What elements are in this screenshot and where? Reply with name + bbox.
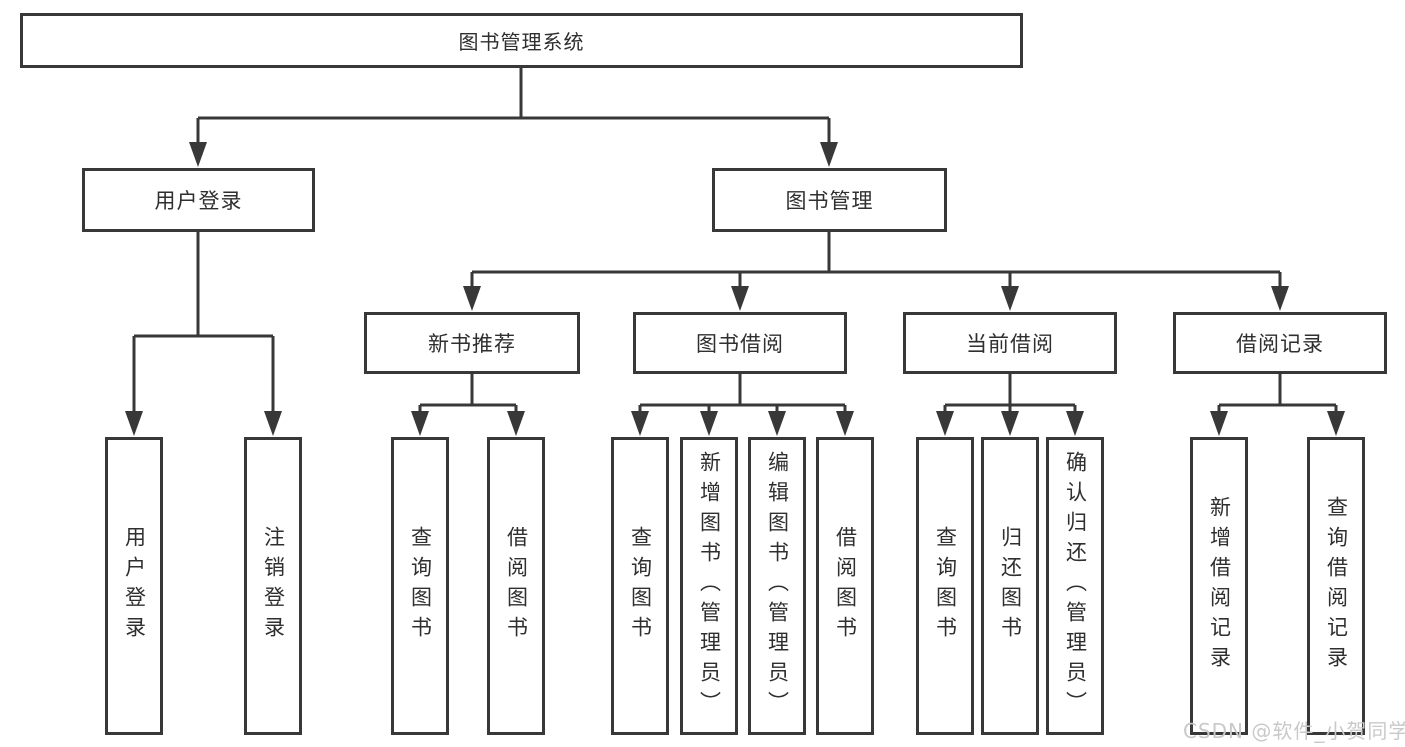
arrowhead-current-confirm xyxy=(1066,411,1084,436)
node-label: 用户登录 xyxy=(122,526,147,646)
node-label: 新书推荐 xyxy=(428,332,516,356)
node-leaf-return-books: 归还图书 xyxy=(981,437,1039,735)
node-label: 注销登录 xyxy=(261,526,286,646)
arrowhead-current-borrow xyxy=(1001,286,1019,311)
node-label: 借阅图书 xyxy=(833,526,858,646)
node-label: 图书管理系统 xyxy=(458,30,585,54)
node-leaf-borrow-query-books: 查询图书 xyxy=(611,437,669,735)
node-leaf-add-borrow-record: 新增借阅记录 xyxy=(1190,437,1248,735)
node-leaf-current-query-books: 查询图书 xyxy=(916,437,974,735)
connector-records-leaves xyxy=(1217,374,1338,413)
arrowhead-book-borrow xyxy=(731,286,749,311)
node-label: 当前借阅 xyxy=(966,332,1054,356)
node-label: 查询图书 xyxy=(933,526,958,646)
connector-book-management-group xyxy=(470,232,1282,288)
node-leaf-borrow-books: 借阅图书 xyxy=(816,437,874,735)
node-leaf-logout: 注销登录 xyxy=(244,437,302,735)
node-leaf-recommend-borrow-books: 借阅图书 xyxy=(487,437,545,735)
node-label: 归还图书 xyxy=(998,526,1023,646)
connector-current-leaves xyxy=(943,374,1077,413)
node-label: 查询借阅记录 xyxy=(1324,496,1349,676)
arrowhead-recommend-borrow xyxy=(507,411,525,436)
node-label: 图书借阅 xyxy=(696,332,784,356)
arrowhead-leaf-logout xyxy=(264,411,282,436)
node-leaf-recommend-query-books: 查询图书 xyxy=(391,437,449,735)
arrowhead-book-management xyxy=(820,142,838,167)
node-book-management: 图书管理 xyxy=(712,168,947,232)
node-label: 查询图书 xyxy=(408,526,433,646)
connector-user-login-group xyxy=(132,232,275,412)
arrowhead-current-query xyxy=(936,411,954,436)
node-label: 借阅图书 xyxy=(504,526,529,646)
node-borrow-records: 借阅记录 xyxy=(1173,312,1387,374)
connector-borrow-leaves xyxy=(638,374,847,413)
node-leaf-confirm-return-admin: 确认归还（管理员） xyxy=(1046,437,1104,735)
arrowhead-user-login xyxy=(189,142,207,167)
node-leaf-add-books-admin: 新增图书（管理员） xyxy=(680,437,738,735)
node-label: 新增图书（管理员） xyxy=(697,451,722,721)
connector-recommend-leaves xyxy=(418,374,518,413)
node-label: 借阅记录 xyxy=(1236,332,1324,356)
arrowhead-recommend-query xyxy=(411,411,429,436)
node-label: 新增借阅记录 xyxy=(1207,496,1232,676)
node-label: 确认归还（管理员） xyxy=(1063,451,1088,721)
arrowhead-records-add xyxy=(1210,411,1228,436)
arrowhead-borrow-add xyxy=(700,411,718,436)
node-leaf-user-login: 用户登录 xyxy=(105,437,163,735)
arrowhead-records-query xyxy=(1327,411,1345,436)
node-label: 查询图书 xyxy=(628,526,653,646)
arrowhead-borrow-query xyxy=(631,411,649,436)
node-label: 用户登录 xyxy=(154,189,243,213)
connector-root xyxy=(196,68,831,144)
arrowhead-borrow-borrow xyxy=(836,411,854,436)
arrowhead-new-book-recommend xyxy=(463,286,481,311)
arrowhead-borrow-edit xyxy=(768,411,786,436)
arrowhead-leaf-user-login xyxy=(125,411,143,436)
arrowhead-current-return xyxy=(1001,411,1019,436)
node-leaf-edit-books-admin: 编辑图书（管理员） xyxy=(748,437,806,735)
csdn-watermark: CSDN @软件_小贺同学 xyxy=(1183,719,1405,743)
node-root-library-system: 图书管理系统 xyxy=(20,13,1023,68)
arrowhead-borrow-records xyxy=(1271,286,1289,311)
node-current-borrow: 当前借阅 xyxy=(903,312,1117,374)
node-label: 图书管理 xyxy=(785,189,874,213)
node-new-book-recommend: 新书推荐 xyxy=(364,312,580,374)
node-user-login: 用户登录 xyxy=(82,168,315,232)
node-leaf-query-borrow-record: 查询借阅记录 xyxy=(1307,437,1365,735)
node-label: 编辑图书（管理员） xyxy=(765,451,790,721)
node-book-borrow: 图书借阅 xyxy=(633,312,847,374)
